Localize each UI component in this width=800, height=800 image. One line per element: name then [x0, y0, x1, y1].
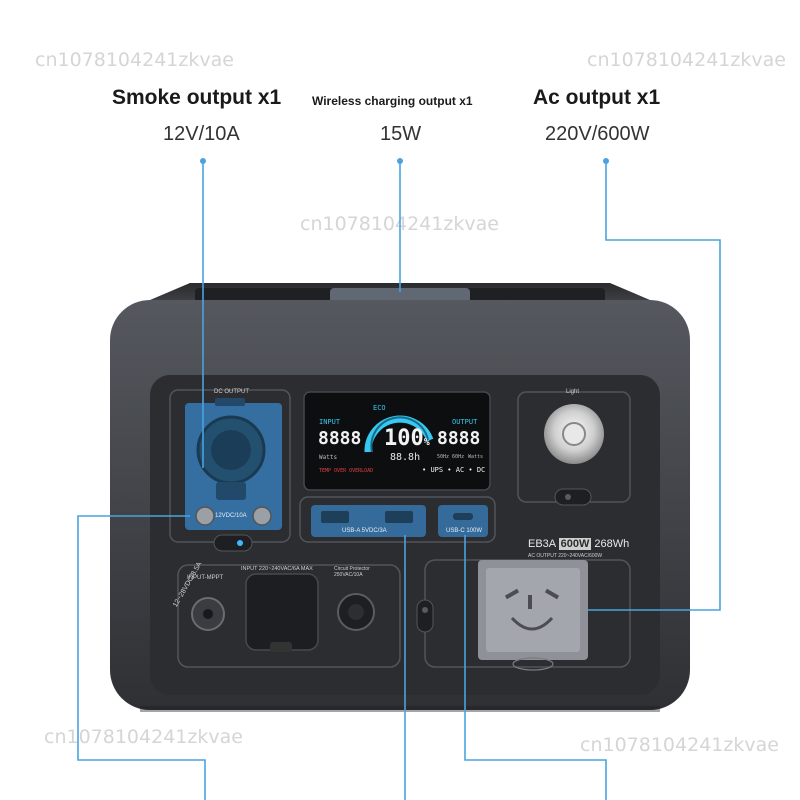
lcd-watts-left: Watts — [319, 454, 338, 461]
lcd-status-ac: AC — [455, 466, 465, 474]
wireless-charging-spec: 15W — [380, 123, 422, 145]
lcd-percent-sign: % — [423, 437, 430, 448]
lcd-status-ups: UPS — [430, 466, 444, 474]
lcd-hz: 50Hz 60Hz — [437, 454, 465, 460]
smoke-output-title: Smoke output x1 — [112, 86, 282, 109]
lcd-input-label: INPUT — [319, 418, 341, 426]
callout-dot — [200, 158, 206, 164]
ac-output-spec: 220V/600W — [545, 123, 650, 145]
callout-dot — [603, 158, 609, 164]
lcd-status: • UPS • AC • DC — [422, 466, 486, 474]
lcd-watts-right: Watts — [468, 454, 484, 460]
model-name: EB3A — [528, 538, 556, 550]
lcd-small-number: 88.8 — [390, 452, 415, 463]
lcd-small-value: 88.8h — [390, 452, 420, 463]
usb-a-label: USB-A 5VDC/3A — [342, 528, 387, 534]
lcd-output-label: OUTPUT — [452, 418, 478, 426]
lcd-status-dc: DC — [476, 466, 486, 474]
usb-c-highlight — [438, 505, 488, 537]
lcd-eco: ECO — [373, 404, 386, 412]
wireless-charging-title: Wireless charging output x1 — [312, 94, 473, 108]
lcd-temp-warning: TEMP OVER OVERLOAD — [319, 468, 374, 474]
smoke-output-spec: 12V/10A — [163, 123, 240, 145]
usb-c-label: USB-C 100W — [446, 528, 483, 534]
lcd-output-value: 8888 — [437, 428, 481, 449]
watermark: cn1078104241zkvae — [44, 726, 243, 748]
watermark: cn1078104241zkvae — [35, 49, 234, 71]
lcd-screen — [303, 391, 491, 491]
watermark: cn1078104241zkvae — [587, 49, 786, 71]
model-label: EB3A 600W 268Wh — [528, 538, 629, 550]
callout-lines — [77, 161, 721, 800]
lcd-small-unit: h — [414, 452, 421, 463]
dc-output-label: DC OUTPUT — [214, 389, 249, 395]
lcd-percent-value: 100 — [384, 426, 424, 451]
light-label: Light — [566, 389, 580, 395]
lcd-input-value: 8888 — [318, 428, 362, 449]
ac-output-title: Ac output x1 — [533, 86, 661, 109]
ac-output-rating: AC OUTPUT 220~240VAC/600W — [528, 553, 603, 559]
callout-dot — [397, 158, 403, 164]
ac-input-label: INPUT 220~240VAC/6A MAX — [241, 566, 313, 572]
watermark: cn1078104241zkvae — [580, 734, 779, 756]
input-mppt-label: INPUT-MPPT — [187, 575, 224, 581]
lcd-percent: 100% — [384, 426, 430, 451]
model-capacity: 268Wh — [594, 538, 630, 550]
model-watts-badge: 600W — [558, 538, 592, 550]
circuit-protector-label: Circuit Protector 250VAC/10A — [334, 566, 370, 578]
dc-rating: 12VDC/10A — [215, 513, 247, 519]
